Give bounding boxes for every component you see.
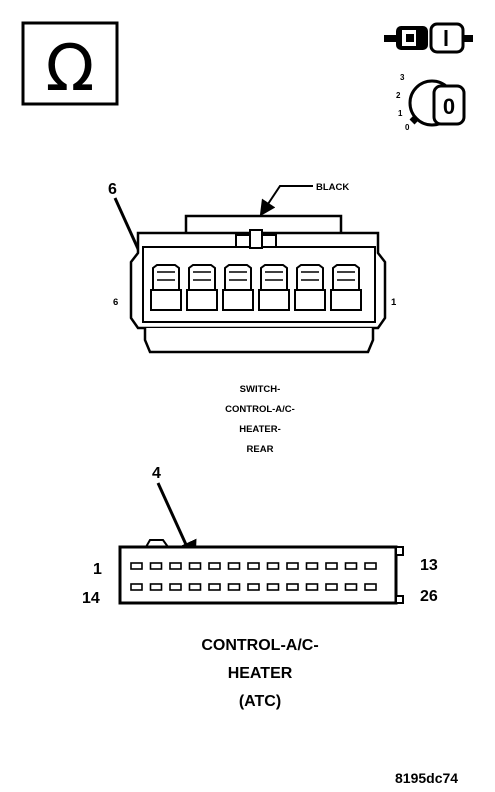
control-connector: 4 1 13 14 26 xyxy=(82,465,438,607)
control-pin-cavity xyxy=(286,562,299,570)
control-pin-cavity xyxy=(227,562,241,570)
control-pin-cavity xyxy=(325,562,338,570)
control-pin-cavity xyxy=(169,583,182,591)
control-row1-right-label: 13 xyxy=(420,557,438,574)
control-pin-cavity xyxy=(305,562,319,570)
key-position-0: 0 xyxy=(405,123,410,132)
switch-title-line-4: REAR xyxy=(246,444,274,455)
control-pin-cavity xyxy=(208,583,221,591)
control-pin-cavity xyxy=(227,583,241,591)
key-position-3: 3 xyxy=(400,73,405,82)
control-pin-cavity xyxy=(286,583,299,591)
connector-plug-icon xyxy=(384,22,473,54)
control-row1-left-label: 1 xyxy=(93,561,102,578)
switch-pin-cavity xyxy=(150,264,182,311)
control-pin-cavity xyxy=(130,583,143,591)
control-pin-cavity xyxy=(169,562,182,570)
switch-title-line-3: HEATER- xyxy=(239,424,281,435)
control-pin-cavity xyxy=(149,562,163,570)
control-pin-cavity xyxy=(247,562,260,570)
switch-pin-cavity xyxy=(330,264,362,311)
control-pin-cavity xyxy=(325,583,338,591)
control-pin-cavity xyxy=(188,562,202,570)
switch-pin-label-right: 1 xyxy=(391,297,397,308)
control-pin-cavity xyxy=(188,583,202,591)
switch-callout-pin: 6 xyxy=(108,181,117,198)
ohm-symbol: Ω xyxy=(46,32,95,106)
switch-connector: 6 BLACK 6 1 xyxy=(108,181,397,354)
control-title-line-3: (ATC) xyxy=(238,693,282,710)
control-pin-cavity xyxy=(305,583,319,591)
ohmmeter-icon: Ω xyxy=(21,21,119,106)
key-label: 0 xyxy=(443,94,455,119)
control-callout-pin: 4 xyxy=(152,465,161,482)
control-pin-cavity xyxy=(344,583,358,591)
key-position-2: 2 xyxy=(396,91,401,100)
switch-pin-cavities xyxy=(150,264,362,311)
control-pin-cavity xyxy=(344,562,358,570)
switch-pin-cavity xyxy=(294,264,326,311)
switch-pin-label-left: 6 xyxy=(113,297,118,308)
control-title-line-1: CONTROL-A/C- xyxy=(201,637,319,654)
control-pin-cavity xyxy=(130,562,143,570)
control-pin-cavity xyxy=(266,583,280,591)
switch-title-line-1: SWITCH- xyxy=(239,384,281,395)
switch-color-label: BLACK xyxy=(316,182,349,193)
control-row2-left-label: 14 xyxy=(82,590,100,607)
control-row2-right-label: 26 xyxy=(420,588,438,605)
ignition-key-icon: 3 2 1 0 0 xyxy=(396,73,466,132)
control-pin-cavity xyxy=(208,562,221,570)
control-pin-cavity xyxy=(364,562,377,570)
switch-pin-cavity xyxy=(222,264,254,311)
control-title-line-2: HEATER xyxy=(227,665,293,682)
control-pin-cavity xyxy=(247,583,260,591)
control-pin-cavity xyxy=(149,583,163,591)
switch-title-line-2: CONTROL-A/C- xyxy=(225,404,295,415)
key-position-1: 1 xyxy=(398,109,403,118)
control-pin-cavity xyxy=(266,562,280,570)
control-pin-cavities xyxy=(130,562,377,591)
switch-pin-cavity xyxy=(186,264,218,311)
control-pin-cavity xyxy=(364,583,377,591)
figure-id: 8195dc74 xyxy=(395,770,458,786)
switch-pin-cavity xyxy=(258,264,290,311)
